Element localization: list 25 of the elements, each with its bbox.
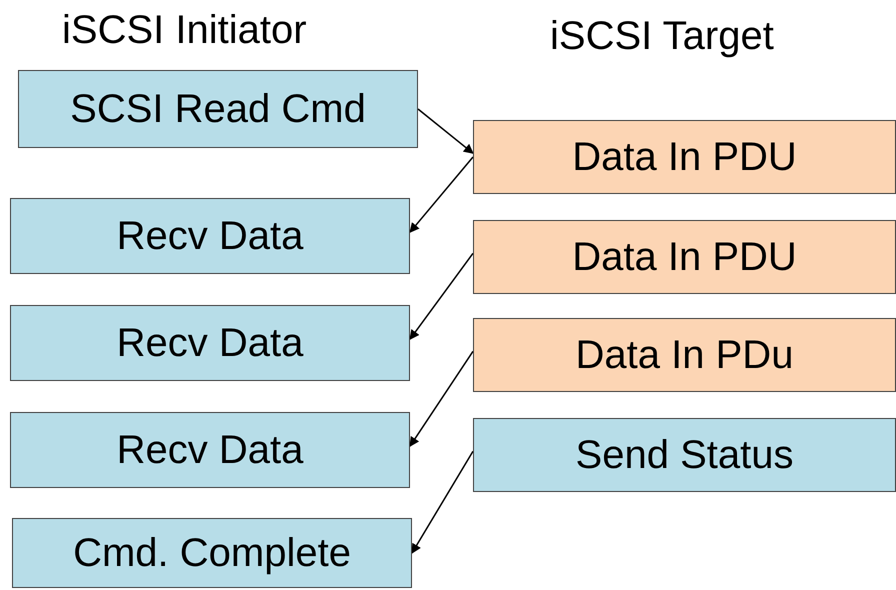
box-label: Data In PDU: [572, 134, 797, 180]
process-box: [473, 318, 896, 392]
box-label: Data In PDu: [576, 332, 794, 378]
box-label: Cmd. Complete: [73, 530, 351, 576]
arrow: [409, 252, 474, 340]
arrow: [418, 108, 474, 154]
arrow: [409, 350, 474, 448]
arrow: [409, 156, 474, 233]
process-box: [10, 412, 410, 488]
process-box: [473, 120, 896, 194]
process-box: [12, 518, 412, 588]
box-label: Recv Data: [116, 214, 304, 258]
process-box: [18, 70, 418, 148]
process-box: [10, 198, 410, 274]
process-box: [473, 418, 896, 492]
box-label: Recv Data: [116, 320, 304, 366]
column-heading: iSCSI Target: [550, 14, 774, 59]
column-heading: iSCSI Initiator: [62, 8, 307, 53]
box-label: Send Status: [576, 432, 794, 478]
process-box: [10, 305, 410, 381]
arrow: [411, 450, 474, 554]
box-label: SCSI Read Cmd: [70, 86, 366, 132]
box-label: Data In PDU: [572, 234, 797, 280]
box-label: Recv Data: [116, 428, 304, 472]
process-box: [473, 220, 896, 294]
